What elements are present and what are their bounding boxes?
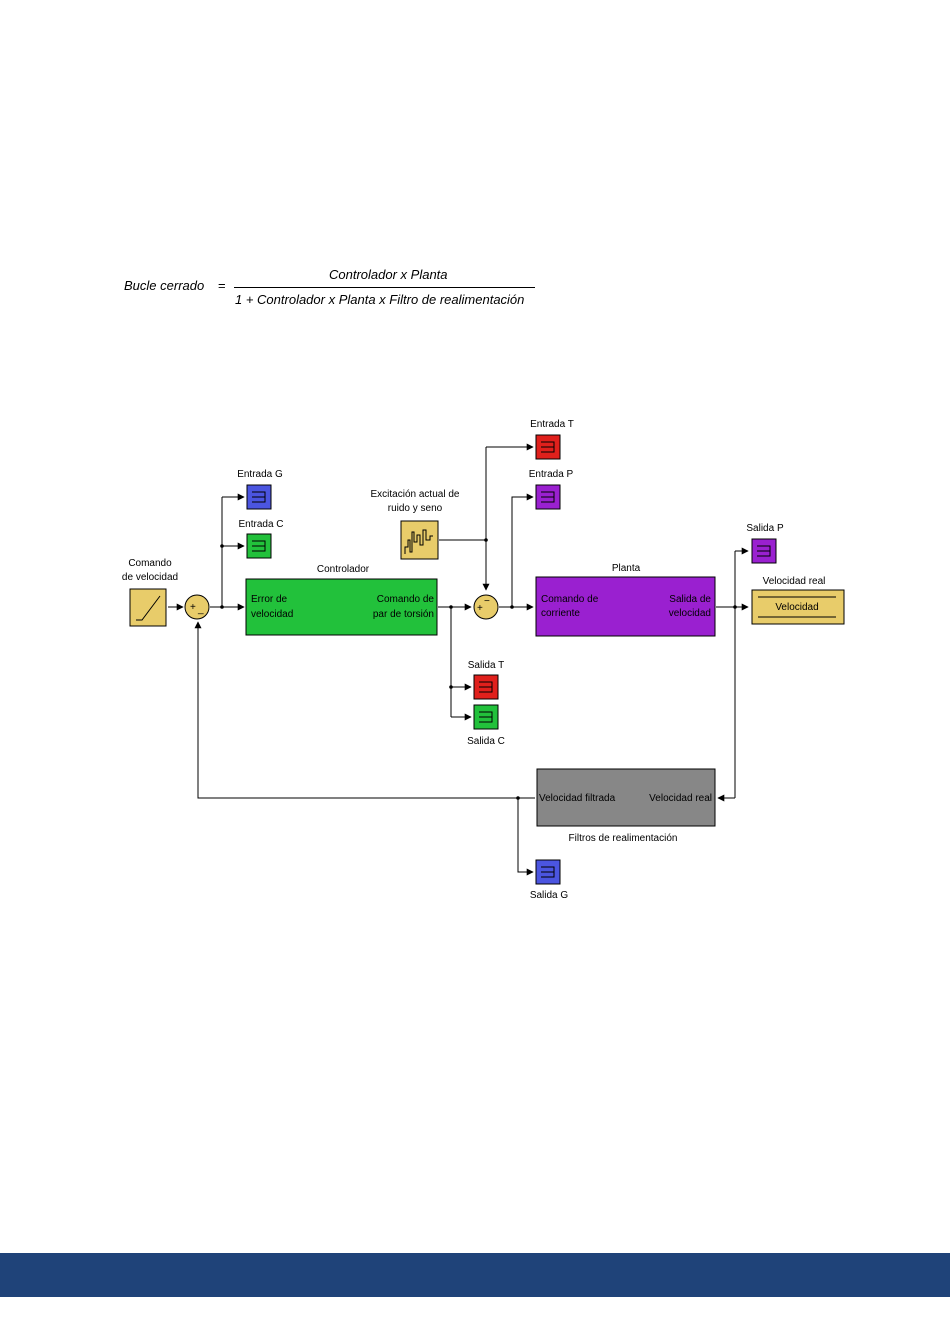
sum2-plus: + (477, 603, 483, 614)
entrada-t-label: Entrada T (530, 419, 574, 430)
salida-c-icon (479, 711, 493, 723)
salida-p-block[interactable] (751, 538, 777, 564)
formula-numerator: Controlador x Planta (329, 267, 448, 282)
filter-in-label: Velocidad filtrada (539, 793, 616, 804)
footer-bar (0, 1253, 950, 1297)
entrada-g-label: Entrada G (237, 469, 283, 480)
filter-out-label: Velocidad real (649, 793, 712, 804)
controller-in-line2: velocidad (251, 609, 293, 620)
entrada-g-block[interactable] (246, 484, 272, 510)
feedback-filter-block[interactable] (536, 768, 716, 827)
salida-g-label: Salida G (530, 890, 569, 901)
velocity-display-block[interactable] (751, 589, 845, 625)
controller-title: Controlador (317, 564, 370, 575)
sum2-minus: − (484, 596, 490, 607)
entrada-p-block[interactable] (535, 484, 561, 510)
entrada-g-icon (252, 491, 266, 503)
salida-t-icon (479, 681, 493, 693)
noise-signal-icon (404, 529, 433, 554)
entrada-c-icon (252, 540, 266, 552)
velocity-real-title: Velocidad real (763, 576, 826, 587)
ramp-block[interactable] (129, 588, 167, 627)
noise-source-block[interactable] (400, 520, 439, 560)
entrada-c-label: Entrada C (238, 519, 283, 530)
sum-block-2[interactable]: + − (473, 594, 499, 620)
plant-title: Planta (612, 563, 641, 574)
filter-title: Filtros de realimentación (569, 833, 678, 844)
entrada-p-label: Entrada P (529, 469, 574, 480)
fraction-bar (234, 287, 535, 288)
controller-out-line1: Comando de (377, 594, 435, 605)
plant-out-line1: Salida de (669, 594, 711, 605)
plant-block[interactable] (535, 576, 716, 637)
signal-lines (168, 443, 749, 876)
salida-c-label: Salida C (467, 736, 505, 747)
controller-in-line1: Error de (251, 594, 288, 605)
noise-label-line1: Excitación actual de (371, 489, 460, 500)
plant-in-line1: Comando de (541, 594, 599, 605)
entrada-p-icon (541, 491, 555, 503)
entrada-c-block[interactable] (246, 533, 272, 559)
wire-entrada-p (511, 493, 534, 607)
salida-g-block[interactable] (535, 859, 561, 885)
salida-g-icon (541, 866, 555, 878)
sum1-plus: + (190, 602, 196, 613)
plant-in-line2: corriente (541, 608, 580, 619)
ramp-label-line1: Comando (128, 558, 172, 569)
salida-p-icon (757, 545, 771, 557)
controller-block[interactable] (245, 578, 438, 636)
wire-salida-g (517, 798, 534, 876)
formula-equals: = (218, 278, 226, 293)
salida-t-block[interactable] (473, 674, 499, 700)
sum-block-1[interactable]: + _ (184, 594, 210, 620)
formula-denominator: 1 + Controlador x Planta x Filtro de rea… (235, 292, 525, 307)
velocity-display-value: Velocidad (775, 602, 818, 613)
branch-dots (220, 538, 737, 800)
formula-lhs: Bucle cerrado (124, 278, 205, 293)
plant-out-line2: velocidad (669, 608, 711, 619)
controller-out-line2: par de torsión (373, 609, 434, 620)
noise-label-line2: ruido y seno (388, 503, 443, 514)
entrada-t-icon (541, 441, 555, 453)
salida-c-block[interactable] (473, 704, 499, 730)
block-diagram: Comando de velocidad + _ Controlador Err… (122, 419, 845, 901)
salida-p-label: Salida P (746, 523, 784, 534)
entrada-t-block[interactable] (535, 434, 561, 460)
sum1-minus: _ (197, 604, 204, 615)
ramp-label-line2: de velocidad (122, 572, 178, 583)
wire-feedback (194, 621, 535, 799)
salida-t-label: Salida T (468, 660, 505, 671)
ramp-icon (136, 595, 161, 621)
